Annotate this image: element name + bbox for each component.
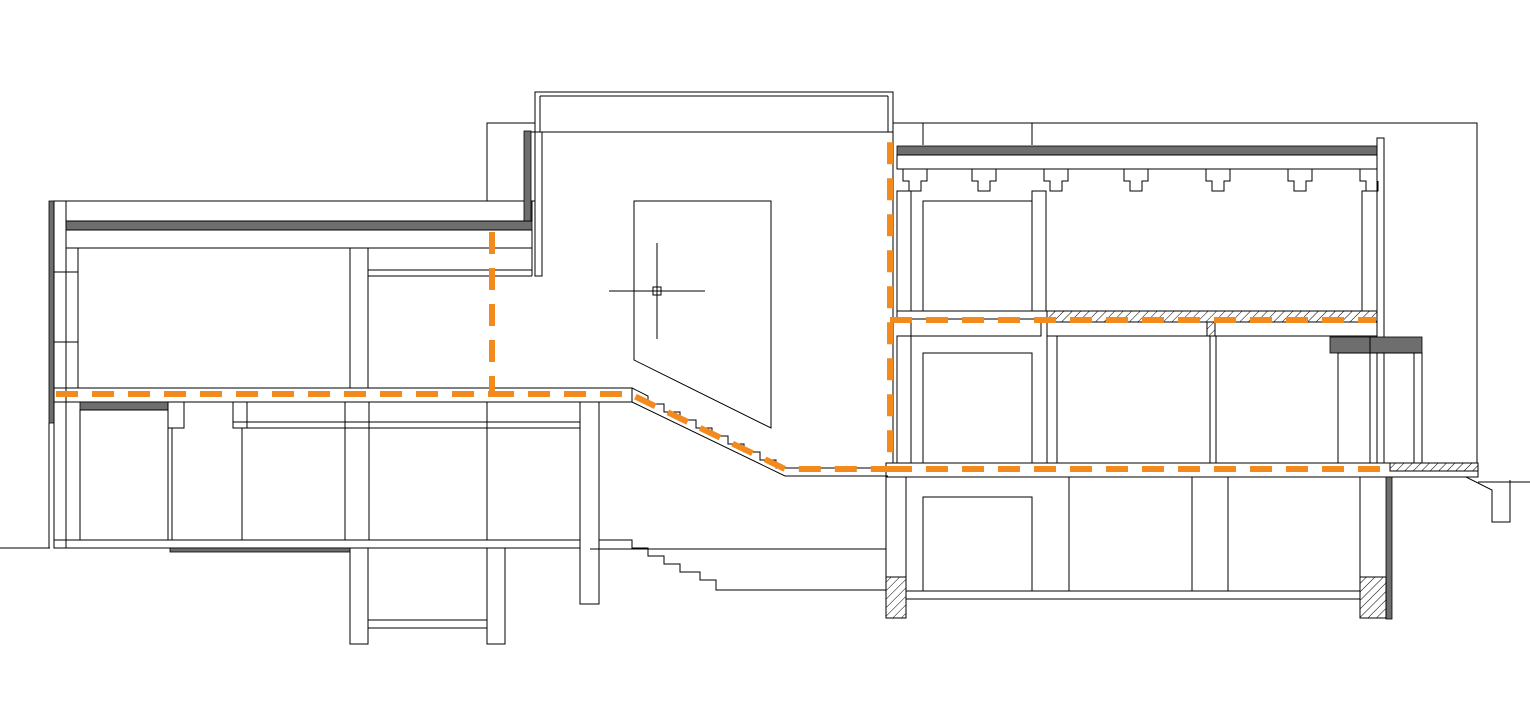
right-roof-slab xyxy=(896,145,1378,156)
exterior-step xyxy=(1386,476,1511,523)
skylight-opening xyxy=(633,200,772,429)
crosshair-icon xyxy=(609,243,705,339)
main-staircase xyxy=(631,387,888,477)
insulation-line xyxy=(56,132,1386,472)
ground-line xyxy=(0,481,1530,550)
left-outer-wall xyxy=(48,200,55,424)
left-roof-slab xyxy=(65,220,533,231)
right-basement xyxy=(905,476,1361,592)
bay-window-cap xyxy=(1329,336,1423,354)
left-wing xyxy=(48,200,633,645)
lower-staircase xyxy=(599,539,886,591)
right-footing xyxy=(1359,576,1387,619)
central-hall xyxy=(486,91,894,591)
left-footing xyxy=(885,576,907,619)
left-basement-slab xyxy=(53,539,581,549)
right-wing xyxy=(885,122,1511,620)
hall-wall-cap xyxy=(523,130,532,222)
ceiling-ribs xyxy=(902,169,1379,192)
left-upper-room xyxy=(77,247,351,389)
